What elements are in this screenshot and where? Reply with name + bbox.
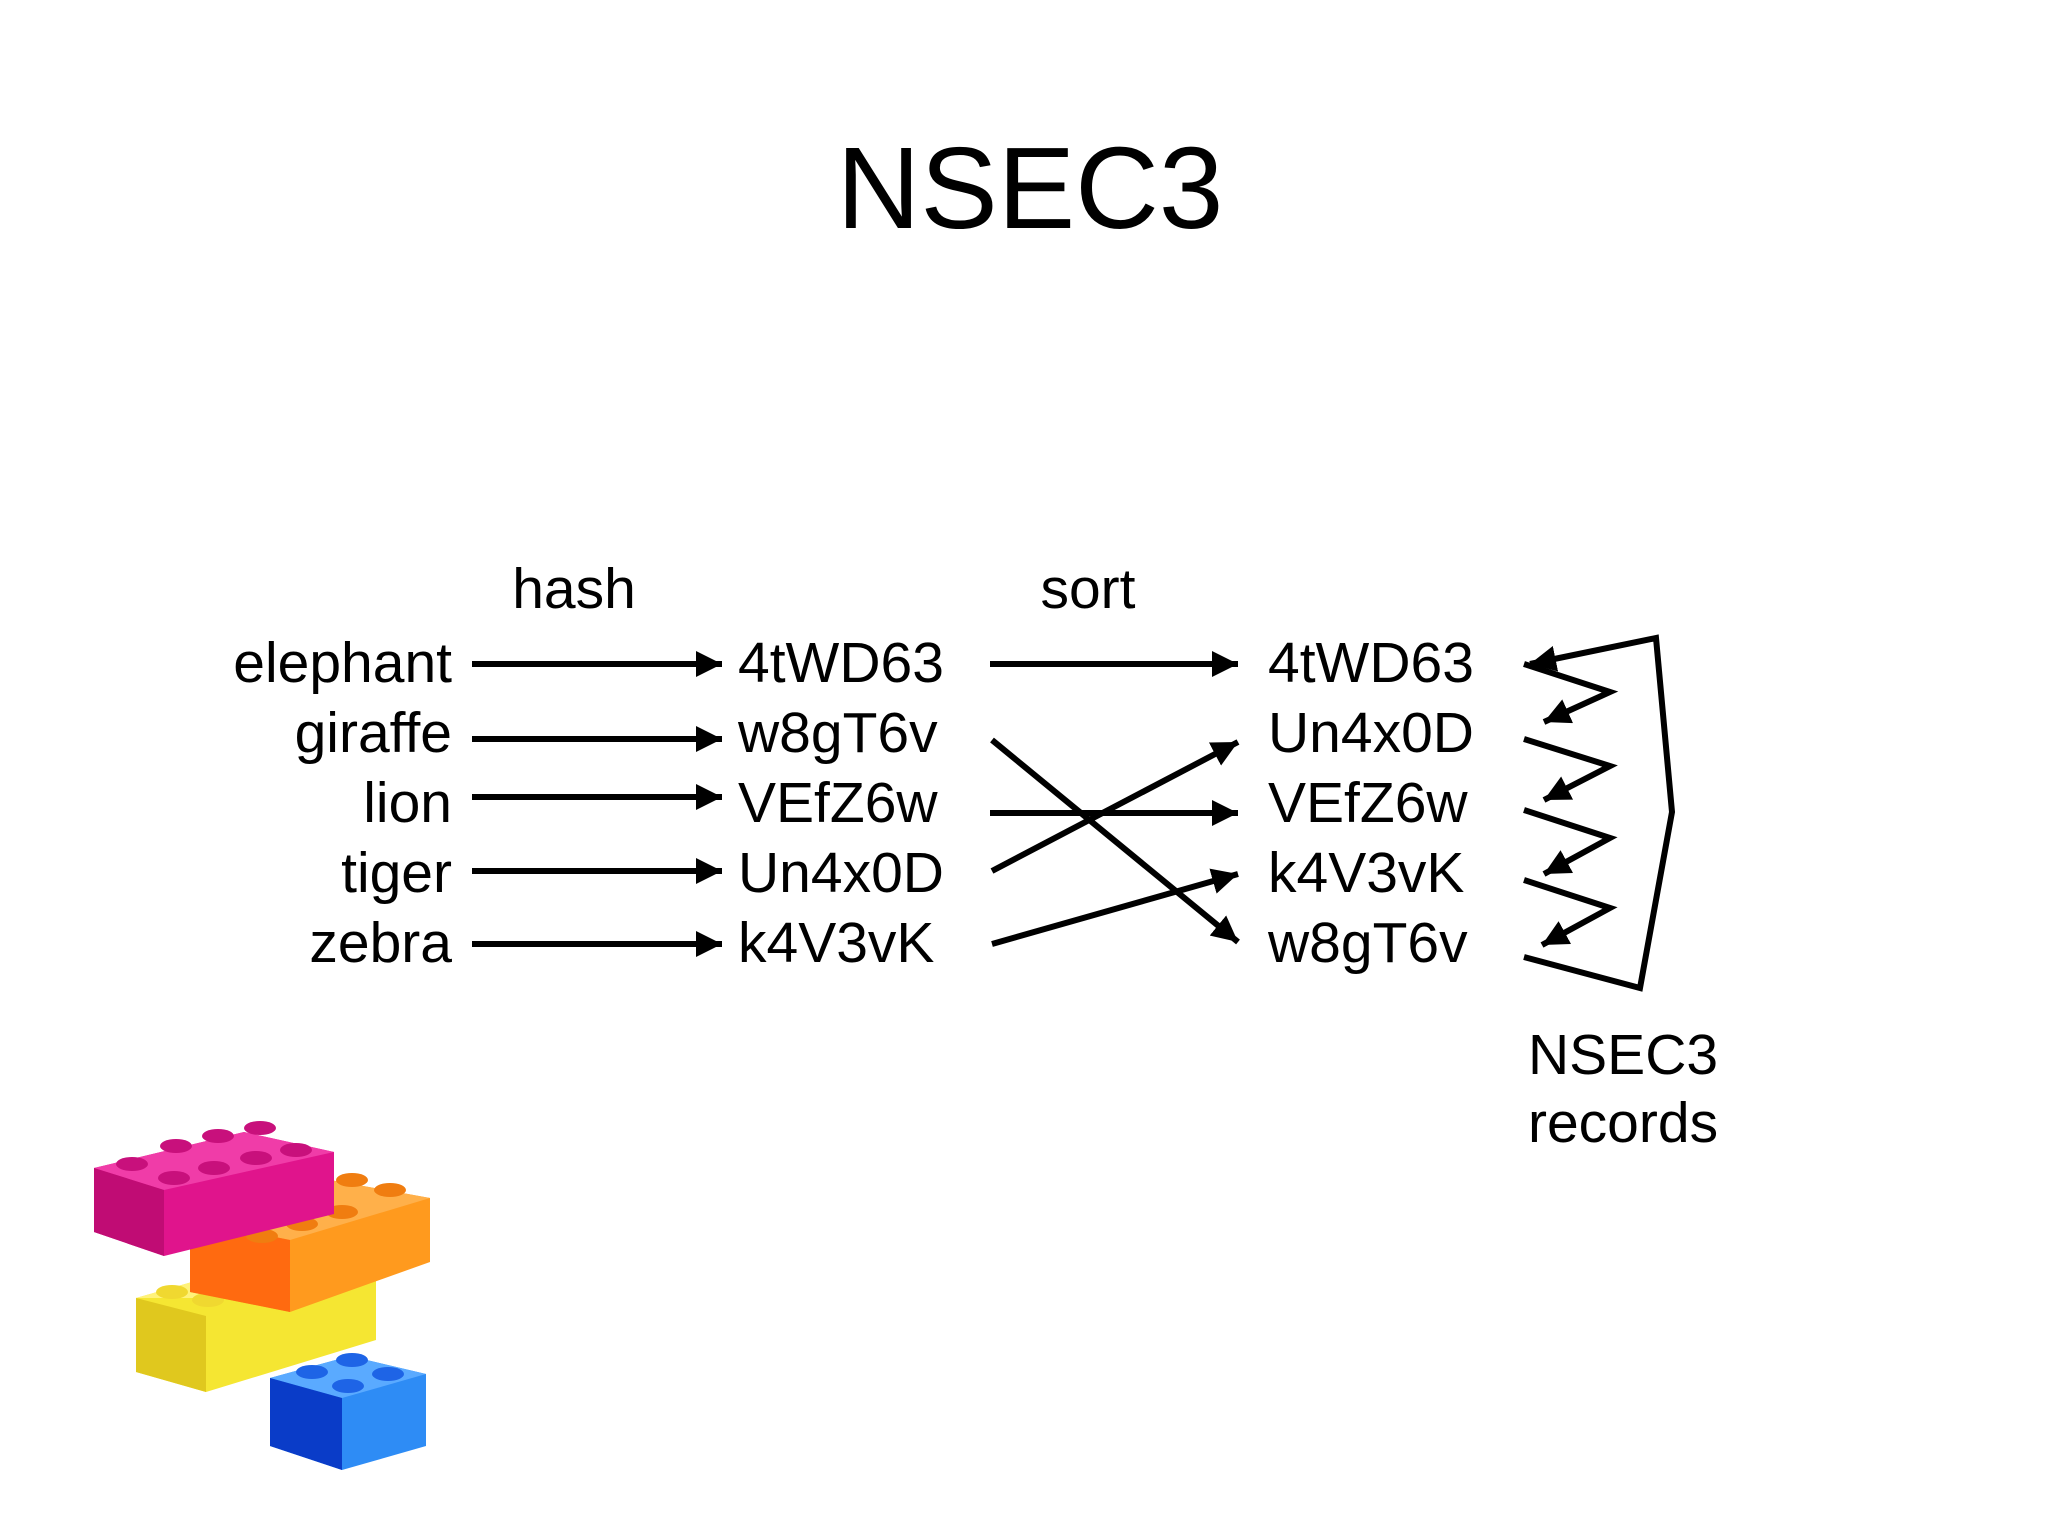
hash-zebra: k4V3vK (738, 911, 934, 975)
records-caption-line1: NSEC3 (1528, 1023, 1718, 1087)
hash-giraffe: w8gT6v (737, 701, 938, 765)
hash-arrows (472, 651, 722, 957)
chain-link-1 (1523, 661, 1619, 725)
sorted-hashes-column: 4tWD63 Un4x0D VEfZ6w k4V3vK w8gT6v (1267, 631, 1474, 975)
name-giraffe: giraffe (295, 701, 452, 765)
blue-brick (270, 1353, 426, 1470)
hash-lion: VEfZ6w (738, 771, 938, 835)
name-zebra: zebra (309, 911, 452, 975)
hash-label: hash (512, 557, 636, 621)
sorted-hash-3: VEfZ6w (1268, 771, 1468, 835)
chain-link-4 (1523, 877, 1618, 948)
sorted-hash-1: 4tWD63 (1268, 631, 1474, 695)
sorted-hash-5: w8gT6v (1267, 911, 1468, 975)
name-elephant: elephant (233, 631, 452, 695)
chain-wrap-link (1523, 634, 1676, 992)
nsec3-chain (1523, 634, 1676, 992)
sorted-hash-4: k4V3vK (1268, 841, 1464, 905)
name-tiger: tiger (341, 841, 452, 905)
sort-arrow-w8gT6v (990, 737, 1240, 945)
records-caption-line2: records (1528, 1091, 1718, 1155)
hashes-column: 4tWD63 w8gT6v VEfZ6w Un4x0D k4V3vK (737, 631, 944, 975)
sort-arrow-k4V3vK (991, 868, 1239, 947)
sorted-hash-2: Un4x0D (1268, 701, 1474, 765)
sort-arrows (990, 651, 1240, 947)
toy-bricks-icon (94, 1121, 430, 1470)
chain-link-2 (1523, 736, 1618, 803)
slide-title: NSEC3 (837, 123, 1224, 253)
hash-elephant: 4tWD63 (738, 631, 944, 695)
name-lion: lion (363, 771, 452, 835)
pink-brick (94, 1121, 334, 1256)
names-column: elephant giraffe lion tiger zebra (233, 631, 452, 975)
sort-arrow-Un4x0D (990, 739, 1240, 874)
chain-link-3 (1523, 807, 1618, 877)
hash-tiger: Un4x0D (738, 841, 944, 905)
sort-label: sort (1040, 557, 1135, 621)
